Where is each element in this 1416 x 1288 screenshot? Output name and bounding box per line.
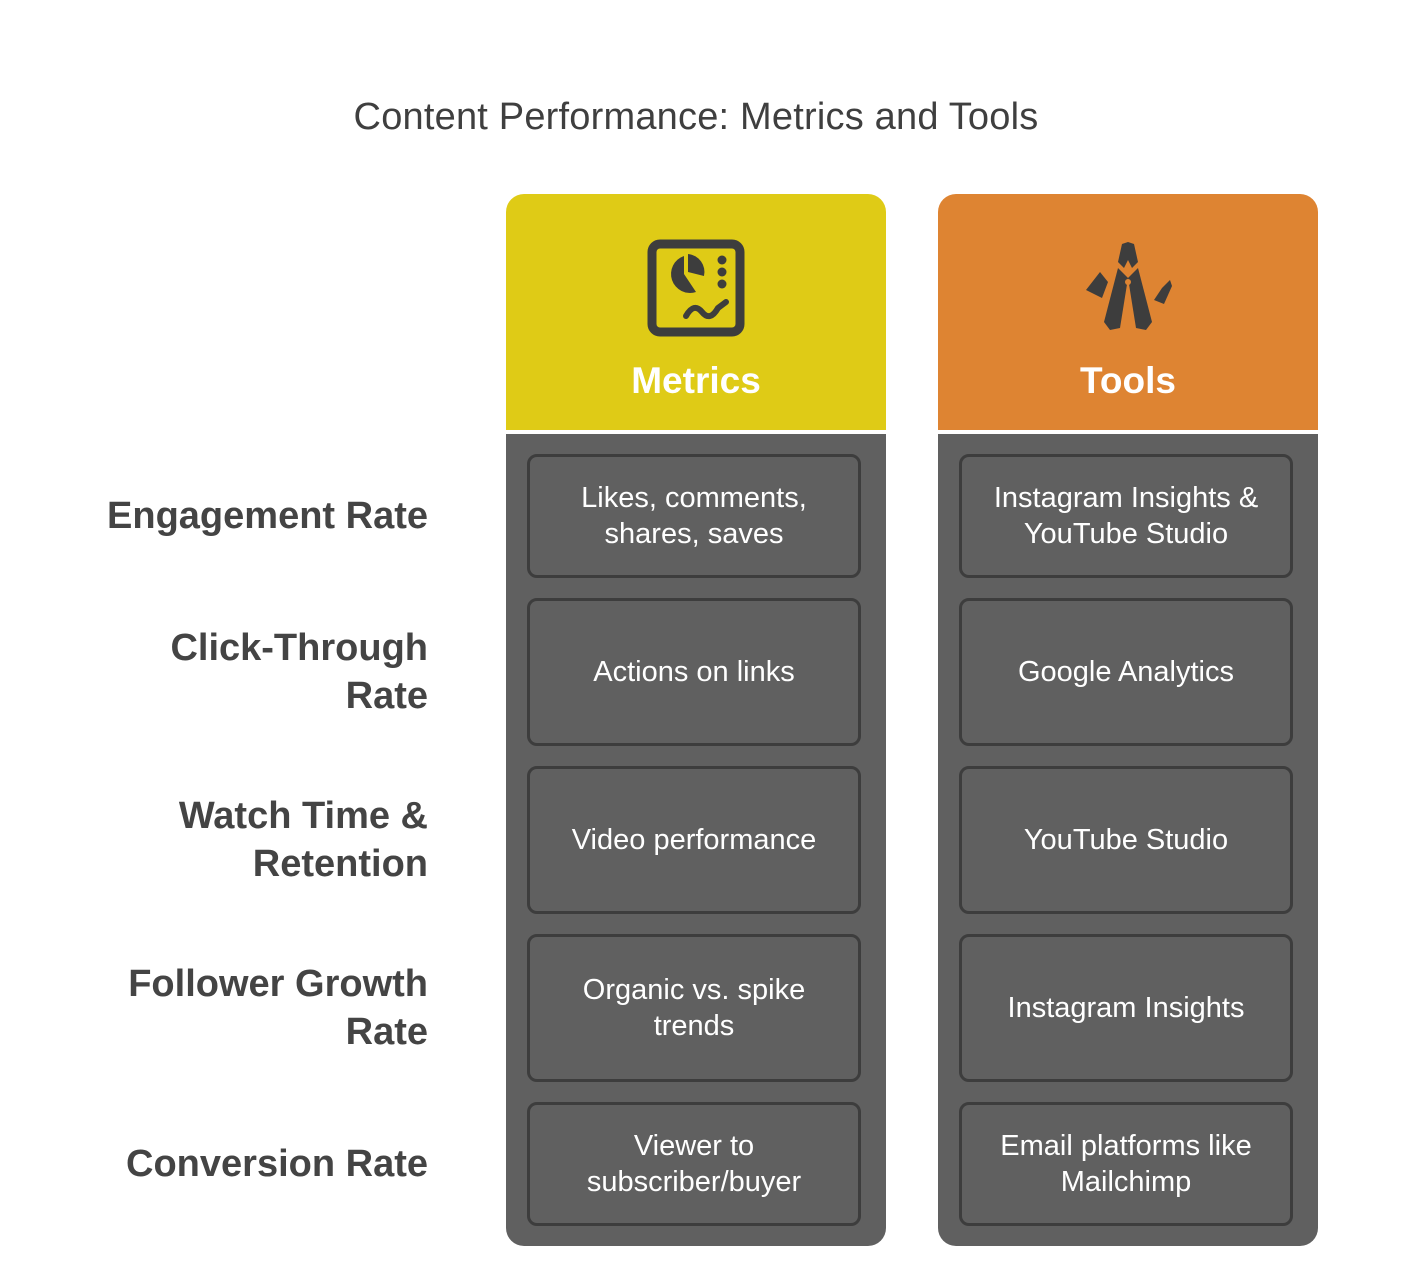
metric-cell-engagement: Likes, comments, shares, saves [527, 454, 861, 578]
tools-header-label: Tools [1080, 360, 1176, 401]
row-label-click-through: Click-Through Rate [170, 627, 428, 717]
row-label-engagement: Engagement Rate [107, 495, 428, 537]
tools-column-body: Instagram Insights & YouTube Studio Goog… [938, 434, 1318, 1246]
tool-cell-watch-time: YouTube Studio [959, 766, 1293, 914]
multitool-icon [1086, 242, 1172, 330]
metric-cell-click-through: Actions on links [527, 598, 861, 746]
tools-column-header: Tools [938, 194, 1318, 430]
metrics-header-label: Metrics [631, 360, 761, 401]
metrics-column-header: Metrics [506, 194, 886, 430]
tool-cell-click-through: Google Analytics [959, 598, 1293, 746]
row-label-follower-growth: Follower Growth Rate [128, 963, 428, 1053]
dashboard-chart-icon [647, 239, 745, 337]
page-title: Content Performance: Metrics and Tools [353, 96, 1039, 138]
tool-cell-engagement: Instagram Insights & YouTube Studio [959, 454, 1293, 578]
metric-cell-follower-growth: Organic vs. spike trends [527, 934, 861, 1082]
tool-cell-conversion: Email platforms like Mailchimp [959, 1102, 1293, 1226]
metric-cell-conversion: Viewer to subscriber/buyer [527, 1102, 861, 1226]
metrics-column-body: Likes, comments, shares, saves Actions o… [506, 434, 886, 1246]
tool-cell-follower-growth: Instagram Insights [959, 934, 1293, 1082]
row-label-conversion: Conversion Rate [126, 1143, 428, 1185]
metric-cell-watch-time: Video performance [527, 766, 861, 914]
row-label-watch-time: Watch Time & Retention [178, 795, 428, 885]
